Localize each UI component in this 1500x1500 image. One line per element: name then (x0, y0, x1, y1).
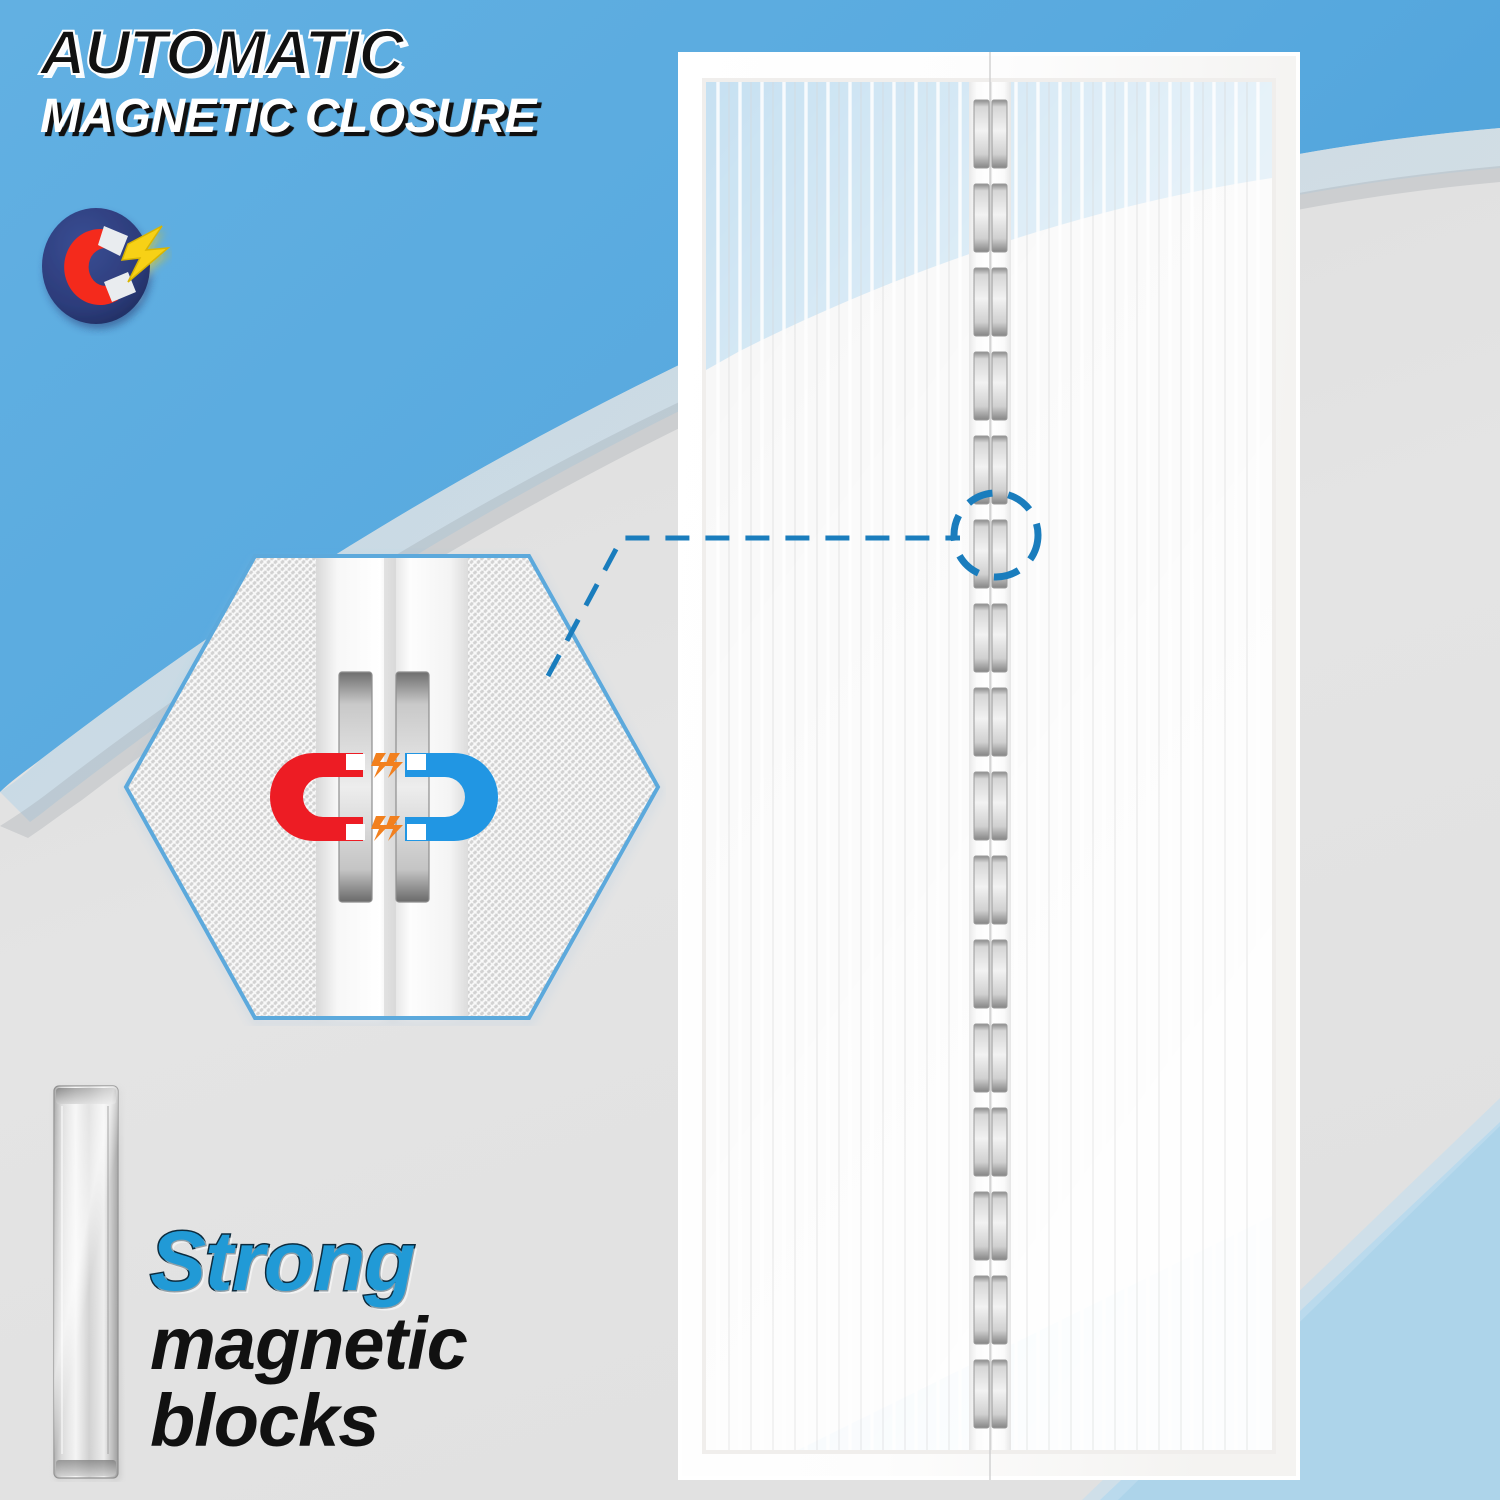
magnet-block-pair (973, 687, 1008, 757)
magnet-slot-left (338, 671, 373, 903)
headline-block: AUTOMATIC MAGNETIC CLOSURE (39, 18, 537, 143)
magnet-block-pair (973, 1359, 1008, 1429)
blue-pole-top (407, 754, 426, 770)
badge-oval (42, 208, 150, 324)
magnet-block-pair (973, 1023, 1008, 1093)
blue-pole-bottom (407, 824, 426, 840)
footer-text-block: Strong magnetic blocks (149, 1214, 468, 1463)
magnet-block-pair (973, 855, 1008, 925)
magnet-detail-callout (123, 554, 661, 1020)
badge-pole-bottom (104, 272, 136, 302)
red-pole-bottom (346, 824, 365, 840)
magnet-block-pair (973, 603, 1008, 673)
magnet-block-pair (973, 435, 1008, 505)
badge-pole-top (98, 226, 128, 256)
mesh-pleat-stripes (716, 82, 1260, 1450)
badge-lightning-bolt (120, 225, 171, 283)
red-horseshoe-magnet-icon (270, 753, 365, 841)
magnet-block-pair (973, 939, 1008, 1009)
red-pole-top (346, 754, 365, 770)
magnet-block-pair (973, 183, 1008, 253)
hexagon-content (126, 556, 658, 1018)
magnet-block-pair (973, 1107, 1008, 1177)
magnet-block-pair (973, 267, 1008, 337)
magnet-block-pair (973, 1275, 1008, 1345)
magnetic-screen-door (678, 52, 1300, 1480)
magnet-block-column (973, 99, 1008, 1429)
magnet-block-pair (973, 351, 1008, 421)
footer-line-strong: Strong (149, 1214, 418, 1308)
magnet-block-pair (973, 99, 1008, 169)
magnet-block-pair (973, 771, 1008, 841)
footer-line-magnetic: magnetic (150, 1301, 468, 1385)
hexagon-border (123, 554, 661, 1020)
footer-line-blocks: blocks (150, 1379, 379, 1463)
magnet-slot-right (395, 671, 430, 903)
magnetic-strip-bar (53, 1085, 119, 1479)
magnetic-spark-icon (371, 753, 403, 841)
headline-line-2: MAGNETIC CLOSURE (40, 90, 537, 143)
magnet-with-lightning-icon (42, 208, 171, 324)
headline-line-1: AUTOMATIC (39, 18, 405, 88)
blue-horseshoe-magnet-icon (405, 753, 498, 841)
magnet-block-pair (973, 1191, 1008, 1261)
top-blue-swoosh (0, 0, 1500, 792)
bar-sheen (54, 1086, 118, 1478)
